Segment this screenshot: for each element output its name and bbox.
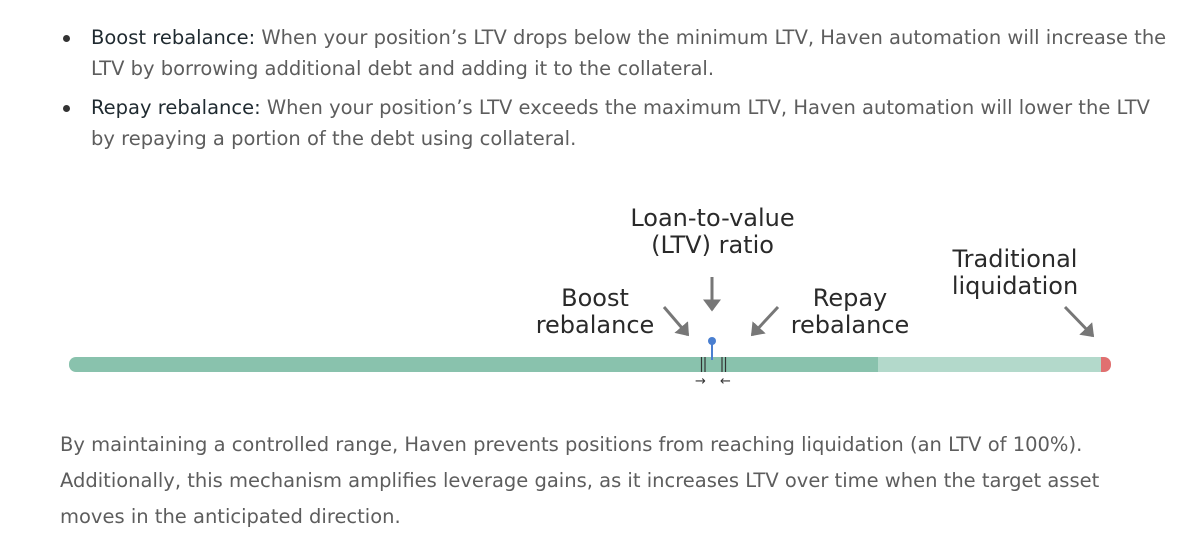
- rebalance-list: Boost rebalance: When your position’s LT…: [60, 22, 1180, 162]
- diagram-arrows: → ←: [662, 277, 1095, 389]
- list-item-repay-rebalance: Repay rebalance: When your position’s LT…: [60, 92, 1180, 154]
- ltv-ratio-label: Loan-to-value (LTV) ratio: [630, 204, 795, 259]
- ltv-range-bar: [69, 357, 1111, 372]
- bullet-dot: [63, 105, 70, 112]
- ltv-marker-dot: [708, 337, 716, 345]
- bullet-term: Boost rebalance:: [91, 26, 256, 49]
- safe-zone-segment: [69, 357, 878, 372]
- min-ltv-bound-icon: [700, 357, 706, 372]
- list-item-boost-rebalance: Boost rebalance: When your position’s LT…: [60, 22, 1180, 84]
- traditional-liquidation-label: Traditional liquidation: [951, 245, 1079, 300]
- summary-paragraph: By maintaining a controlled range, Haven…: [60, 433, 1100, 528]
- repay-pointer-arrow: [750, 305, 780, 337]
- liquidation-segment: [1101, 357, 1111, 372]
- bullet-text: When your position’s LTV drops below the…: [91, 26, 1167, 80]
- left-arrow-icon: ←: [720, 374, 731, 389]
- bullet-dot: [63, 35, 70, 42]
- bullet-term: Repay rebalance:: [91, 96, 261, 119]
- ltv-diagram: Loan-to-value (LTV) ratio Boost rebalanc…: [0, 190, 1200, 400]
- risk-zone-segment: [878, 357, 1101, 372]
- liquidation-pointer-arrow: [1063, 305, 1095, 338]
- boost-rebalance-label: Boost rebalance: [535, 284, 655, 339]
- max-ltv-bound-icon: [721, 357, 727, 372]
- boost-pointer-arrow: [662, 306, 690, 337]
- bullet-text: When your position’s LTV exceeds the max…: [91, 96, 1150, 150]
- repay-rebalance-label: Repay rebalance: [790, 284, 910, 339]
- right-arrow-icon: →: [695, 374, 706, 389]
